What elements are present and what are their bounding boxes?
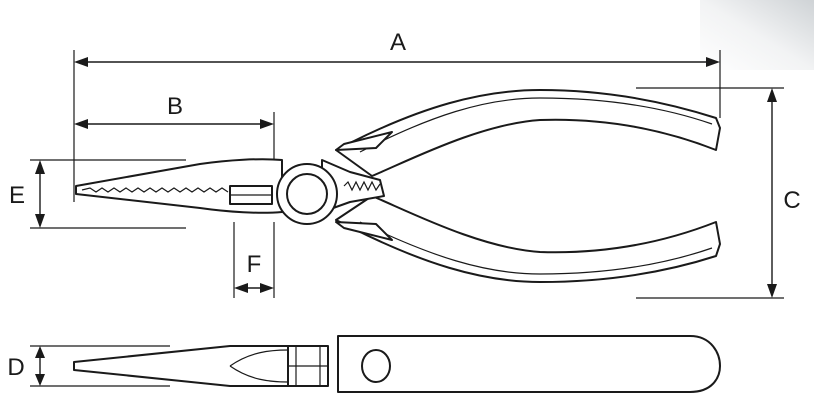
dim-a-arrow-right: [706, 57, 720, 67]
pliers-side-view: [73, 335, 721, 393]
label-a: A: [390, 29, 406, 56]
dim-d-arrow-top: [35, 346, 45, 358]
joint-inner: [286, 173, 328, 215]
dimension-lines: [30, 50, 784, 387]
label-d: D: [7, 354, 24, 381]
dim-a-arrow-left: [74, 57, 88, 67]
side-joint-hole: [361, 349, 391, 383]
lower-handle-grip-line: [359, 221, 713, 275]
dim-b-arrow-left: [74, 119, 88, 129]
dimension-labels: A B C D E F: [7, 29, 800, 381]
label-e: E: [9, 182, 25, 209]
dim-c-arrow-bottom: [767, 284, 777, 298]
side-jaw-bevel: [229, 349, 289, 383]
upper-handle: [335, 89, 721, 177]
dim-e-arrow-bottom: [35, 214, 45, 228]
upper-handle-lip: [335, 131, 393, 151]
upper-handle-grip-line: [359, 97, 713, 153]
dim-f-arrow-right: [260, 283, 274, 293]
label-c: C: [783, 187, 800, 214]
side-handle: [337, 335, 721, 393]
dim-f-arrow-left: [234, 283, 248, 293]
lower-handle: [335, 195, 721, 283]
label-b: B: [167, 93, 183, 120]
corner-shading: [700, 0, 814, 70]
side-jaw: [73, 345, 289, 387]
jaw-serration: [81, 187, 229, 193]
pliers-top-view: [75, 89, 721, 283]
dim-b-arrow-right: [260, 119, 274, 129]
label-f: F: [247, 251, 262, 278]
neck-teeth: [343, 180, 381, 192]
lower-handle-lip: [335, 221, 393, 241]
dim-d-arrow-bottom: [35, 374, 45, 386]
dim-c-arrow-top: [767, 88, 777, 102]
dim-e-arrow-top: [35, 160, 45, 174]
